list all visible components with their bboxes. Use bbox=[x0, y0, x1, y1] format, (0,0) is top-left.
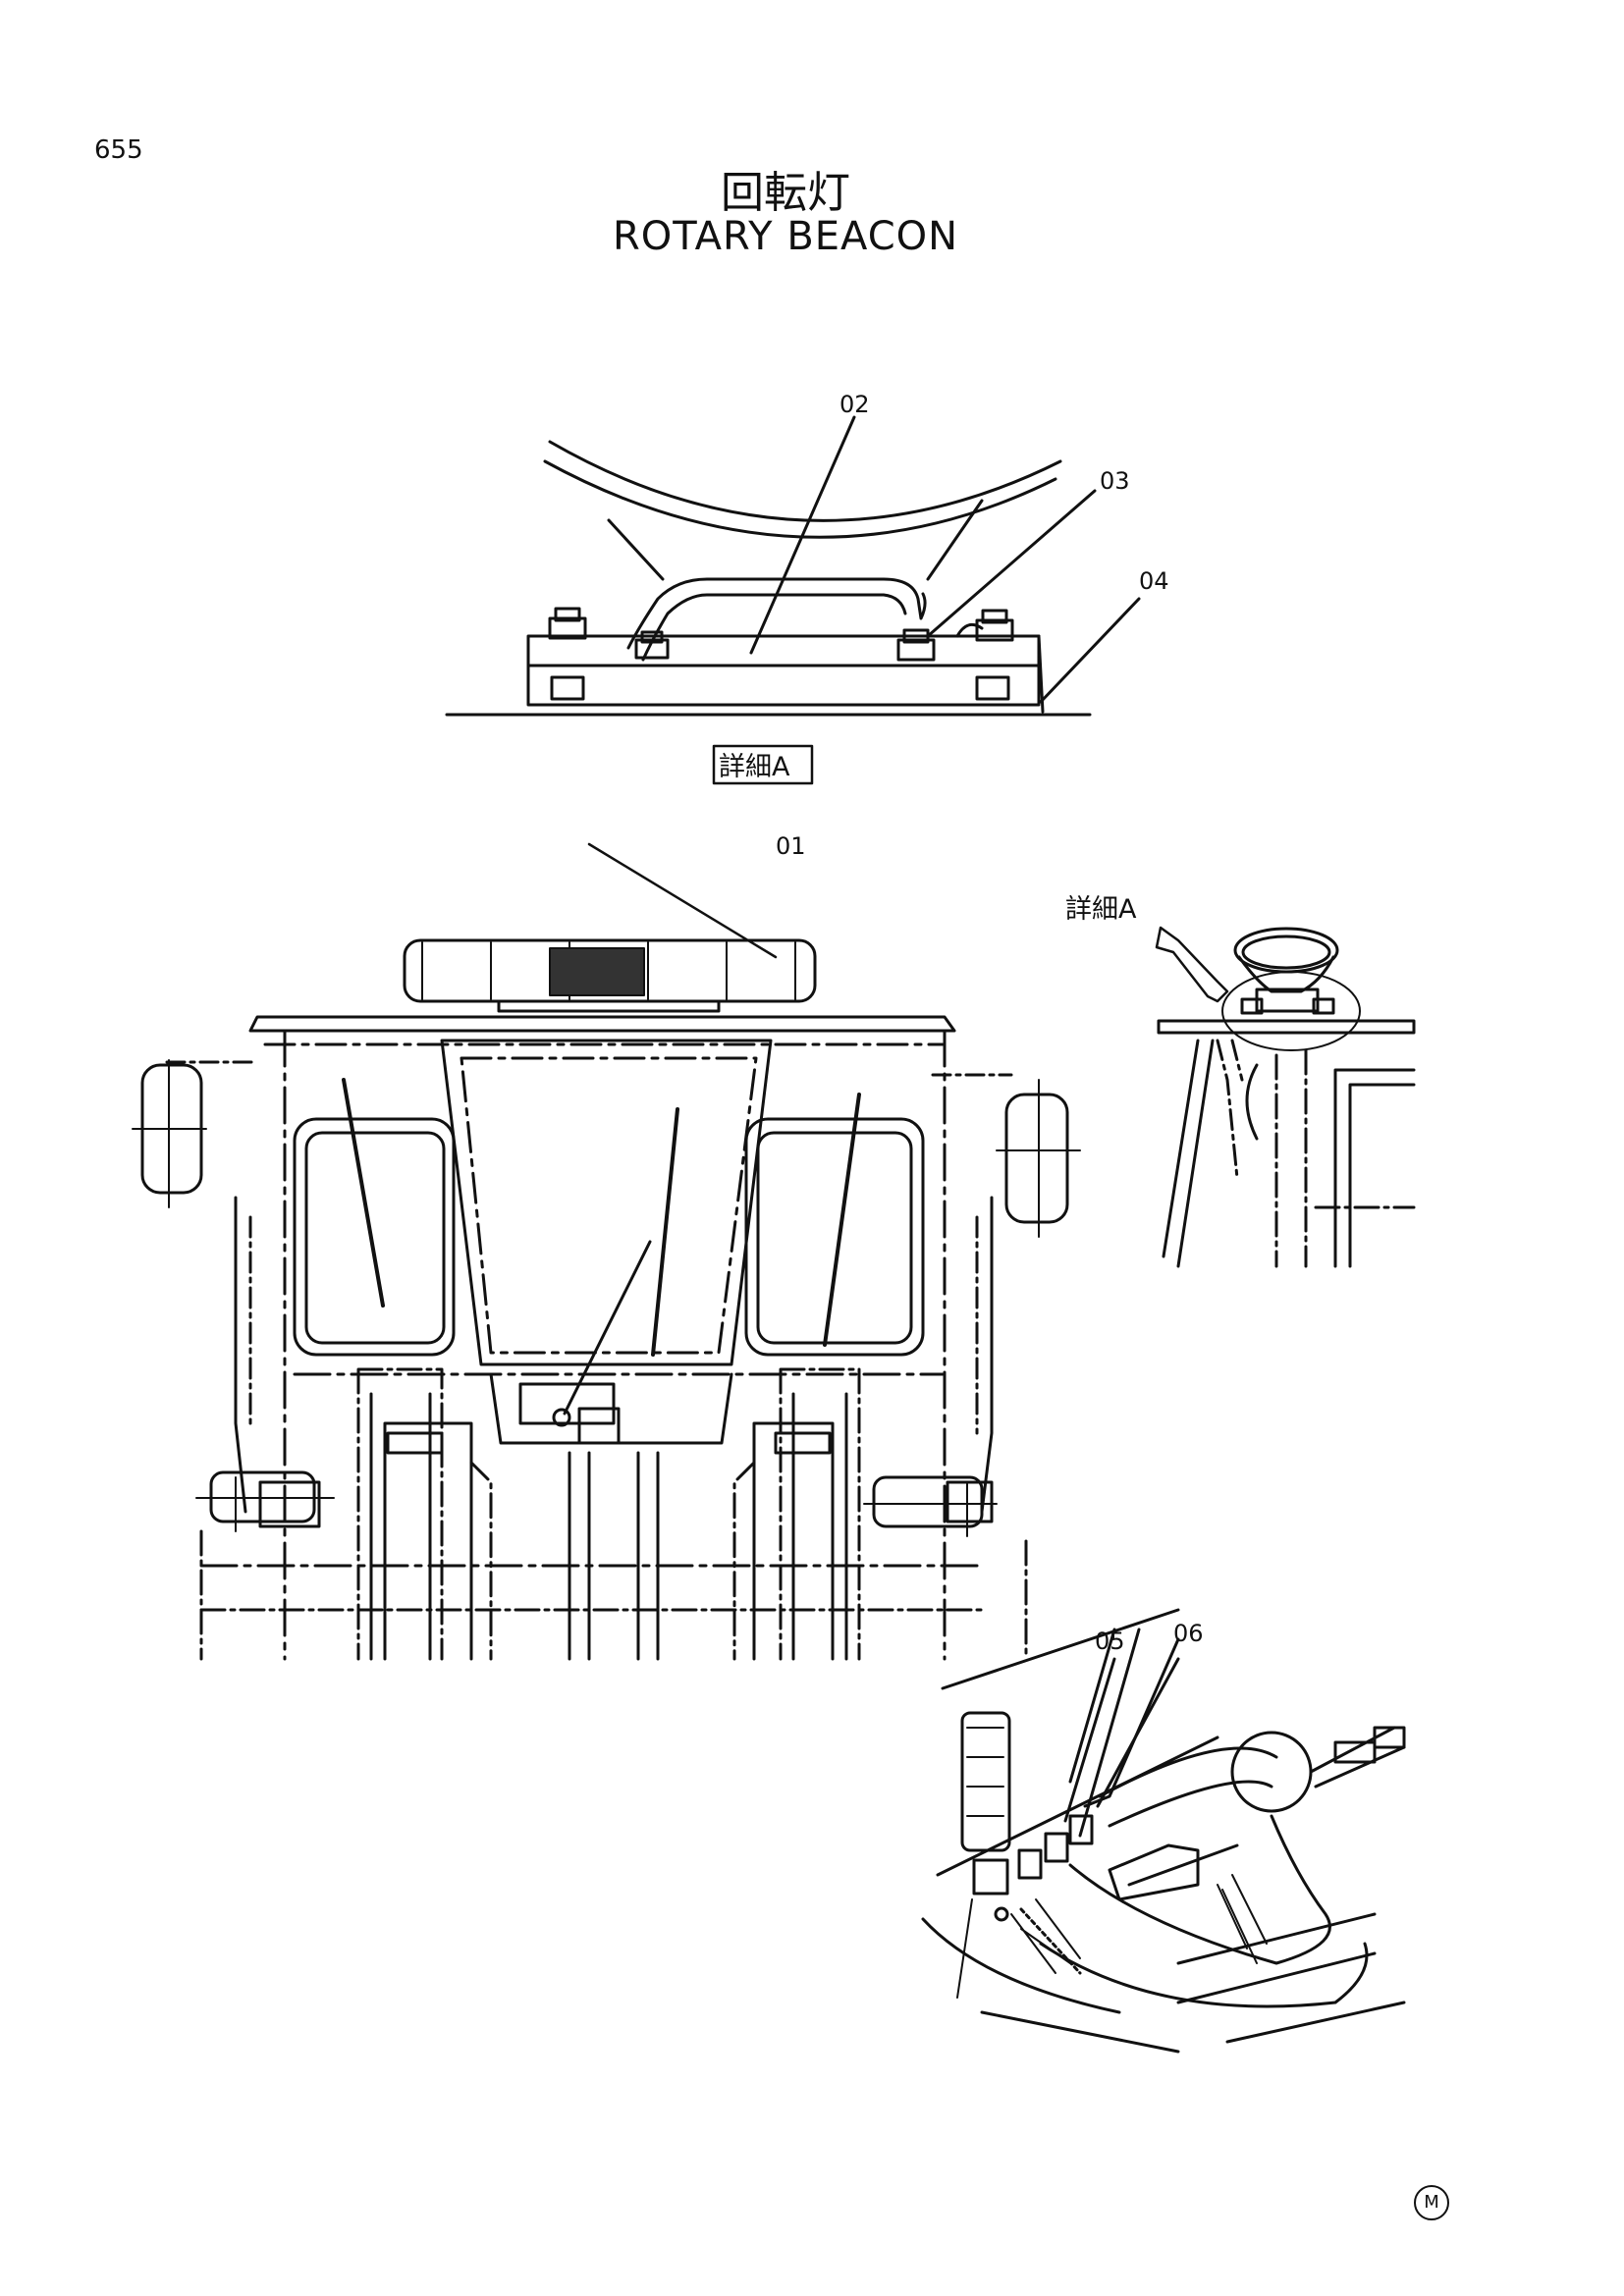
title-english: ROTARY BEACON bbox=[612, 214, 959, 259]
callout-06: 06 bbox=[1173, 1620, 1204, 1647]
side-view-drawing: 詳細A bbox=[1065, 894, 1416, 1268]
callout-04: 04 bbox=[1139, 567, 1169, 595]
detail-a-drawing bbox=[445, 415, 1141, 717]
detail-label: 詳細A bbox=[719, 752, 790, 782]
detail-label-box bbox=[712, 744, 814, 785]
detail-reference-label: 詳細A bbox=[1065, 894, 1137, 925]
page-number: 655 bbox=[94, 135, 143, 165]
manufacturer-mark: M bbox=[1414, 2185, 1449, 2220]
callout-03: 03 bbox=[1100, 467, 1130, 495]
callout-01: 01 bbox=[776, 832, 806, 860]
front-view-drawing bbox=[132, 842, 1081, 1661]
callout-02: 02 bbox=[839, 391, 870, 418]
title-japanese: 回転灯 bbox=[721, 168, 850, 218]
callout-05: 05 bbox=[1095, 1628, 1125, 1655]
switch-location-drawing bbox=[921, 1608, 1406, 2054]
